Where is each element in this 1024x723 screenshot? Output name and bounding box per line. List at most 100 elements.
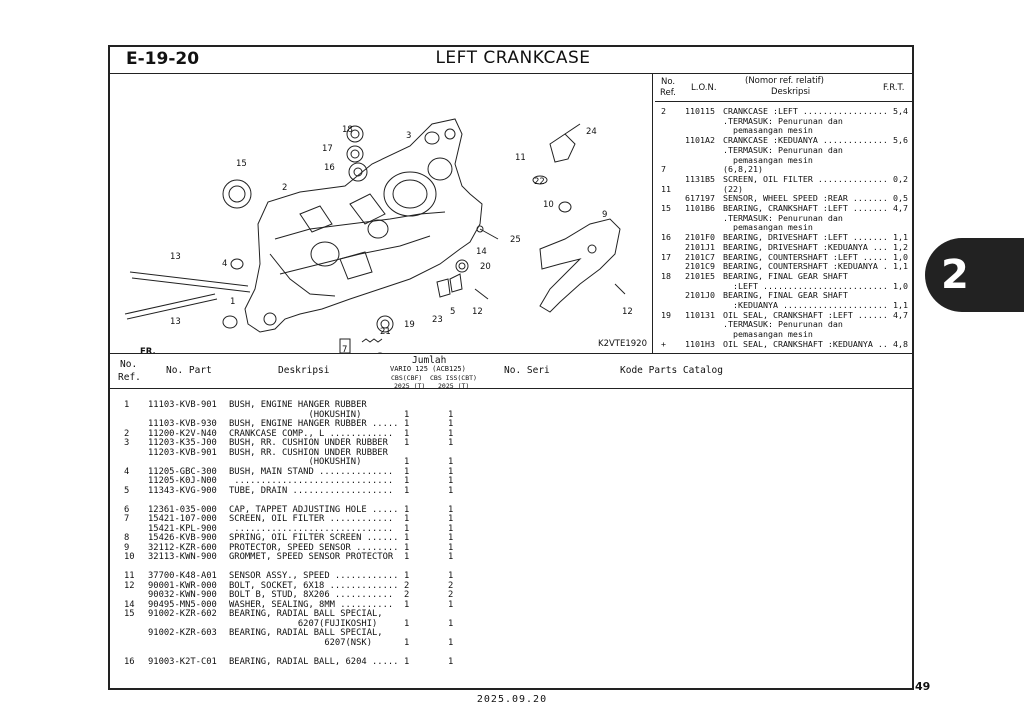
- parts-year1-header: 2025 (T): [394, 382, 426, 390]
- parts-desc-header: Deskripsi: [278, 365, 330, 376]
- diagram-callout-7: 7: [342, 345, 347, 353]
- parts-cell-part: 90032-KWN-900: [148, 590, 217, 600]
- parts-cell-ref: 11: [124, 571, 135, 581]
- parts-cell-ref: 2: [124, 428, 130, 439]
- parts-cell-desc: 6207(FUJIKOSHI): [229, 618, 378, 629]
- diagram-callout-23: 23: [432, 315, 443, 325]
- parts-cell-q2: 1: [448, 599, 454, 610]
- ref-cell-desc: OIL SEAL, CRANKSHAFT :LEFT ......: [723, 309, 888, 320]
- parts-cell-q2: 1: [448, 438, 454, 448]
- ref-cell-desc: .TERMASUK: Penurunan dan: [723, 319, 843, 330]
- parts-cell-q2: 2: [448, 590, 454, 600]
- diagram-callout-22: 22: [534, 177, 545, 187]
- parts-cell-part: 11203-K35-J00: [148, 438, 217, 448]
- parts-cell-desc: BUSH, ENGINE HANGER RUBBER: [229, 400, 367, 410]
- ref-cell-desc: BEARING, CRANKSHAFT :LEFT .......: [723, 203, 888, 213]
- parts-cell-desc: (HOKUSHIN): [229, 457, 362, 467]
- parts-cell-q2: 1: [448, 409, 454, 420]
- ref-lon-header: L.O.N.: [691, 83, 717, 93]
- parts-cell-part: 91002-KZR-603: [148, 628, 217, 638]
- parts-cell-desc: BUSH, RR. CUSHION UNDER RUBBER: [229, 438, 388, 448]
- diagram-callout-15: 15: [236, 159, 247, 169]
- ref-cell-desc: pemasangan mesin: [723, 125, 813, 136]
- ref-ref-header: Ref.: [660, 88, 676, 98]
- page-title: LEFT CRANKCASE: [435, 48, 591, 68]
- parts-cell-part: 11343-KVG-900: [148, 485, 217, 496]
- parts-cell-desc: ..............................: [229, 476, 394, 486]
- parts-cell-q1: 1: [404, 618, 410, 629]
- parts-cell-ref: 12: [124, 580, 135, 591]
- ref-cell-frt: 5,6: [893, 135, 908, 146]
- diagram-callout-12: 12: [472, 307, 483, 317]
- ref-cell-lon: 110115: [685, 106, 715, 116]
- parts-cell-q1: 1: [404, 599, 410, 610]
- diagram-callout-12: 12: [622, 307, 633, 317]
- parts-cell-desc: TUBE, DRAIN ...................: [229, 485, 394, 496]
- parts-cell-q2: 1: [448, 466, 454, 477]
- ref-desc-header-1: (Nomor ref. relatif): [745, 76, 824, 86]
- parts-cell-q1: 2: [404, 590, 410, 600]
- parts-cell-q2: 1: [448, 514, 454, 524]
- ref-cell-desc: (22): [723, 183, 743, 194]
- parts-table-body: 1 11103-KVB-901 BUSH, ENGINE HANGER RUBBER…: [110, 391, 912, 687]
- parts-cell-q1: 1: [404, 571, 410, 581]
- parts-cell-part: 11203-KVB-901: [148, 447, 217, 458]
- parts-cell-part: 11205-K0J-N00: [148, 476, 217, 486]
- diagram-callout-11: 11: [515, 153, 526, 163]
- parts-cell-q2: 1: [448, 571, 454, 581]
- parts-cell-part: 11200-K2V-N40: [148, 428, 217, 439]
- ref-cell-frt: 1,1: [893, 232, 908, 243]
- parts-cell-desc: BUSH, MAIN STAND ..............: [229, 466, 394, 477]
- parts-cell-q2: 1: [448, 419, 454, 429]
- ref-cell-ref: 18: [661, 270, 671, 281]
- parts-ref-header: Ref.: [118, 372, 141, 383]
- ref-cell-lon: 2101J0: [685, 290, 715, 301]
- ref-cell-desc: SCREEN, OIL FILTER ..............: [723, 173, 888, 184]
- parts-cell-ref: 15: [124, 609, 135, 619]
- diagram-callout-18: 18: [342, 125, 353, 135]
- diagram-callout-4: 4: [222, 259, 227, 269]
- parts-cell-q2: 1: [448, 457, 454, 467]
- ref-cell-lon: 2101F0: [685, 232, 715, 243]
- ref-cell-lon: 2101C7: [685, 251, 715, 262]
- ref-cell-desc: OIL SEAL, CRANKSHAFT :KEDUANYA ..: [723, 338, 888, 349]
- parts-cell-q1: 2: [404, 580, 410, 591]
- page-number: 49: [915, 680, 931, 693]
- parts-cell-q1: 1: [404, 514, 410, 524]
- parts-model-header: VARIO 125 (ACB125): [390, 365, 466, 373]
- parts-cell-part: 11205-GBC-300: [148, 466, 217, 477]
- diagram-callout-16: 16: [324, 163, 335, 173]
- ref-cell-desc: pemasangan mesin: [723, 222, 813, 233]
- ref-cell-desc: CRANKCASE :KEDUANYA .............: [723, 135, 888, 146]
- parts-cell-part: 90001-KWR-000: [148, 580, 217, 591]
- page-frame: E-19-20 LEFT CRANKCASE: [108, 45, 914, 690]
- parts-cell-ref: 1: [124, 400, 130, 410]
- parts-cell-q2: 2: [448, 580, 454, 591]
- parts-cell-q2: 1: [448, 533, 454, 543]
- parts-cell-ref: 10: [124, 552, 135, 562]
- parts-cell-desc: SENSOR ASSY., SPEED ............: [229, 571, 399, 581]
- diagram-callout-25: 25: [510, 235, 521, 245]
- parts-cell-part: 11103-KVB-901: [148, 400, 217, 410]
- parts-cell-ref: 16: [124, 656, 135, 667]
- ref-cell-frt: 1,2: [893, 241, 908, 252]
- ref-cell-lon: 1131B5: [685, 173, 715, 184]
- parts-cell-q1: 1: [404, 438, 410, 448]
- parts-table-header: No. Ref. No. Part Deskripsi Jumlah VARIO…: [110, 353, 912, 390]
- parts-cell-q1: 1: [404, 637, 410, 648]
- ref-cell-ref: 17: [661, 251, 671, 262]
- parts-cell-desc: BEARING, RADIAL BALL SPECIAL,: [229, 628, 383, 638]
- parts-cell-part: 15421-KPL-900: [148, 523, 217, 534]
- page-header: E-19-20 LEFT CRANKCASE: [110, 47, 912, 74]
- ref-table: No. Ref. L.O.N. (Nomor ref. relatif) Des…: [655, 74, 912, 353]
- parts-cell-q1: 1: [404, 656, 410, 667]
- parts-cell-part: 15426-KVB-900: [148, 533, 217, 543]
- ref-cell-lon: 617197: [685, 193, 715, 204]
- parts-col1-header: CBS(CBF): [391, 374, 423, 382]
- parts-cell-ref: 7: [124, 514, 130, 524]
- parts-cell-desc: BOLT B, STUD, 8X206 ...........: [229, 590, 394, 600]
- parts-cell-q1: 1: [404, 428, 410, 439]
- parts-no-header: No.: [120, 359, 138, 370]
- ref-cell-desc: BEARING, COUNTERSHAFT :KEDUANYA .: [723, 261, 888, 272]
